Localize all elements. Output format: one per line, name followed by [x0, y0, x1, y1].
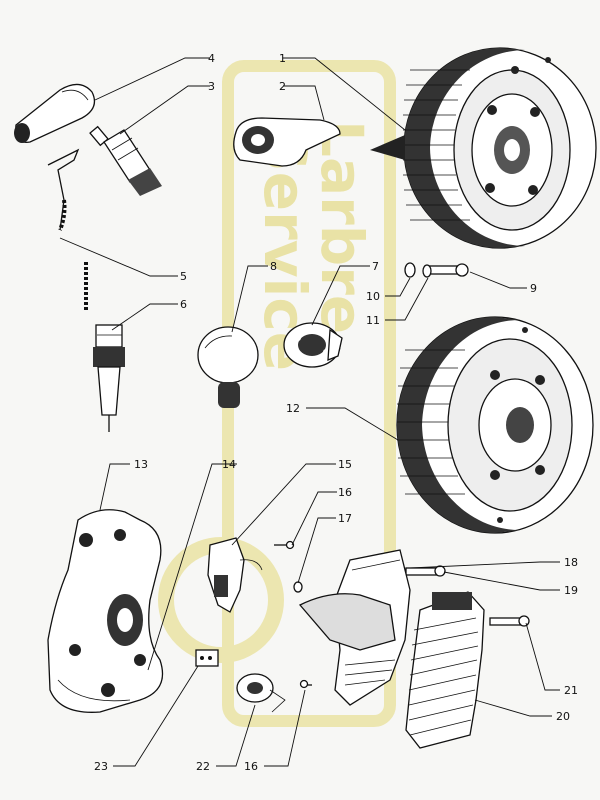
callout-3: 3	[208, 80, 215, 93]
contact-breaker	[207, 537, 263, 613]
washer-11	[422, 264, 432, 278]
washer-17	[293, 581, 303, 593]
callout-5: 5	[180, 270, 187, 283]
screw-16-lower	[299, 679, 312, 689]
connector-block	[195, 649, 219, 667]
callout-21: 21	[564, 684, 578, 697]
callout-labels: 1 2 3 4 5 6 8 7 9 10 11 12 13 14 15 16 1…	[94, 52, 578, 773]
callout-16-upper: 16	[338, 486, 352, 499]
washer-10	[404, 262, 416, 278]
callout-11: 11	[366, 314, 380, 327]
callout-12: 12	[286, 402, 300, 415]
stator-plate	[47, 509, 164, 713]
callout-17: 17	[338, 512, 352, 525]
spark-plug	[89, 125, 162, 196]
callout-14: 14	[222, 458, 236, 471]
callout-22: 22	[196, 760, 210, 773]
screw-21	[489, 615, 530, 627]
callout-4: 4	[208, 52, 215, 65]
ht-lead	[47, 148, 88, 310]
callout-7: 7	[372, 260, 379, 273]
leader-lines	[59, 57, 560, 767]
flywheel-middle	[396, 316, 594, 534]
condenser	[236, 673, 286, 713]
callout-18: 18	[564, 556, 578, 569]
suppressor	[93, 324, 125, 432]
callout-8: 8	[270, 260, 277, 273]
screw-9	[424, 263, 469, 277]
screw-16-upper	[274, 540, 295, 550]
callout-23: 23	[94, 760, 108, 773]
ignition-coil	[298, 549, 411, 706]
spark-plug-cap	[14, 83, 96, 144]
lighting-coil	[405, 591, 485, 749]
screw-19	[405, 565, 446, 577]
callout-10: 10	[366, 290, 380, 303]
terminal-cap	[233, 117, 341, 167]
callout-2: 2	[279, 80, 286, 93]
cover-knob	[197, 326, 259, 408]
callout-16-lower: 16	[244, 760, 258, 773]
callout-15: 15	[338, 458, 352, 471]
rotor	[283, 322, 343, 368]
callout-1: 1	[279, 52, 286, 65]
callout-19: 19	[564, 584, 578, 597]
callout-9: 9	[530, 282, 537, 295]
watermark-text-1: Larbre	[308, 120, 376, 334]
callout-13: 13	[134, 458, 148, 471]
callout-20: 20	[556, 710, 570, 723]
callout-6: 6	[180, 298, 187, 311]
flywheel-top	[370, 47, 597, 249]
